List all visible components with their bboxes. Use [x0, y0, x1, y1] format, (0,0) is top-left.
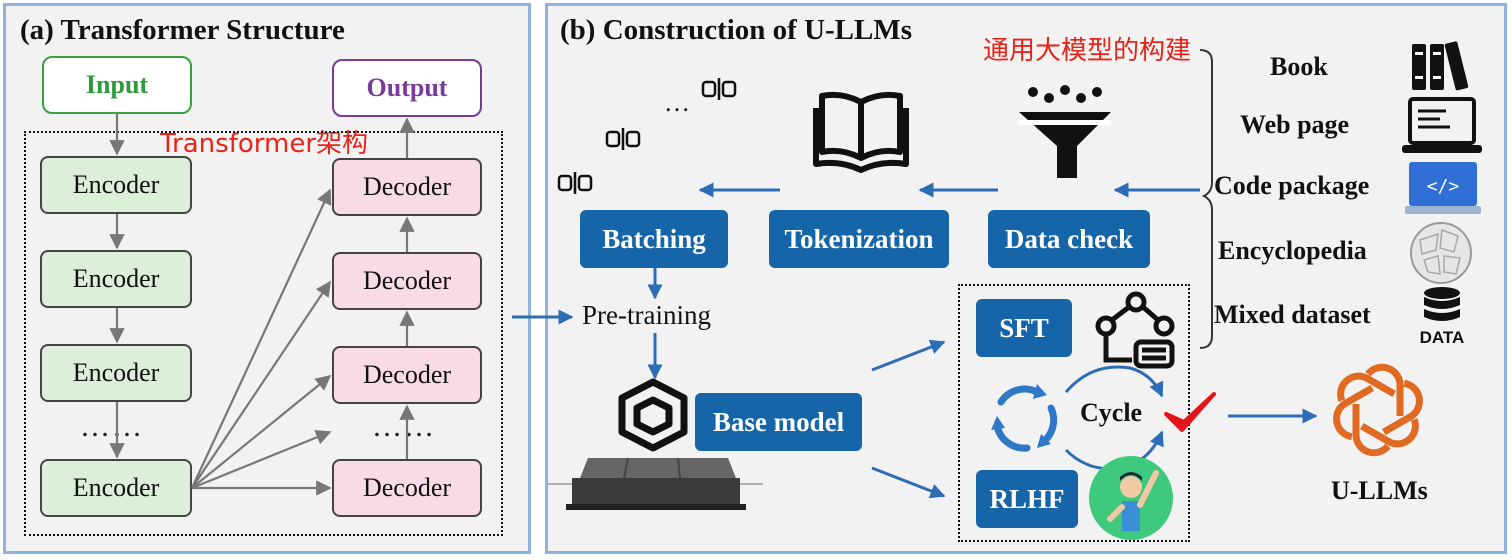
network-nodes-icon [1095, 291, 1175, 369]
source-encyclopedia: Encyclopedia [1218, 236, 1367, 265]
encyclopedia-globe-icon [1410, 222, 1472, 284]
output-box: Output [332, 59, 482, 117]
filter-funnel-icon [1019, 85, 1111, 178]
pedestal-icon [548, 457, 763, 510]
ullms-label: U-LLMs [1331, 476, 1428, 505]
encoder-ellipsis: …… [80, 410, 144, 443]
database-icon: DATA [1420, 287, 1465, 347]
cube-model-icon [618, 378, 688, 452]
panel-a-title: (a) Transformer Structure [20, 14, 345, 46]
source-web-page: Web page [1240, 110, 1350, 139]
encoder-1: Encoder [40, 156, 192, 214]
check-mark-icon [1164, 392, 1216, 432]
panel-b-title: (b) Construction of U-LLMs [560, 14, 913, 46]
input-box: Input [42, 56, 192, 114]
encoder-3: Encoder [40, 344, 192, 402]
construction-annotation: 通用大模型的构建 [983, 36, 1192, 66]
token-dots: … [664, 88, 692, 117]
pretraining-label: Pre-training [582, 300, 711, 330]
data-icon-text: DATA [1420, 328, 1465, 347]
transformer-annotation: Transformer架构 [160, 129, 369, 159]
laptop-icon [1402, 97, 1482, 153]
open-book-icon [813, 91, 909, 173]
decoder-3: Decoder [332, 346, 482, 404]
llm-knot-logo-icon [1333, 363, 1423, 457]
code-laptop-icon: </> [1405, 162, 1481, 214]
transformer-dotted-frame [24, 131, 503, 536]
cheering-person-icon [1089, 456, 1173, 540]
finetune-dotted-frame [958, 284, 1190, 542]
tokenization-step: Tokenization [769, 210, 949, 268]
sft-step: SFT [976, 299, 1072, 357]
books-icon [1412, 41, 1469, 91]
encoder-4: Encoder [40, 459, 192, 517]
encoder-2: Encoder [40, 250, 192, 308]
svg-text:</>: </> [1427, 176, 1460, 197]
refresh-cycle-icon [991, 384, 1058, 452]
source-book: Book [1270, 52, 1328, 81]
source-code-package: Code package [1214, 171, 1370, 200]
decoder-4: Decoder [332, 459, 482, 517]
decoder-2: Decoder [332, 252, 482, 310]
sources-brace [1199, 49, 1213, 349]
base-model-step: Base model [695, 393, 862, 451]
source-mixed-dataset: Mixed dataset [1214, 300, 1371, 329]
batching-step: Batching [580, 210, 728, 268]
decoder-1: Decoder [332, 158, 482, 216]
rlhf-step: RLHF [976, 470, 1078, 528]
data-check-step: Data check [988, 210, 1150, 268]
cycle-label: Cycle [1080, 398, 1143, 427]
token-glyphs-icon [557, 78, 737, 194]
